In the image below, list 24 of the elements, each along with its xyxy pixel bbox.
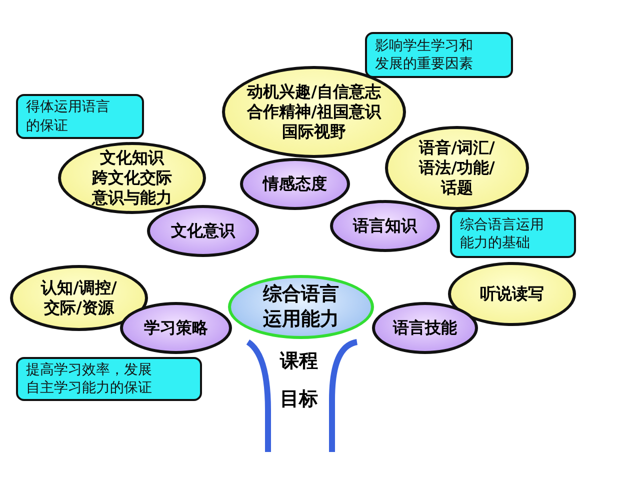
node-text: 学习策略 <box>144 318 208 338</box>
node-text: 听说读写 <box>480 284 544 304</box>
ellipse-node <box>372 302 478 354</box>
node-text: 文化知识跨文化交际意识与能力 <box>92 148 172 208</box>
note-box <box>365 32 513 78</box>
node-text: 语音/词汇/语法/功能/话题 <box>419 138 495 198</box>
node-text: 动机兴趣/自信意志合作精神/祖国意识国际视野 <box>247 82 381 142</box>
node-text: 影响学生学习和发展的重要因素 <box>375 36 473 74</box>
node-text: 情感态度 <box>263 174 327 194</box>
core-ellipse <box>228 275 374 339</box>
node-text: 语言技能 <box>393 318 457 338</box>
note-box <box>16 357 202 401</box>
node-text: 综合语言运用能力的基础 <box>460 216 544 252</box>
node-text: 综合语言运用能力 <box>263 282 339 332</box>
node-text: 提高学习效率，发展自主学习能力的保证 <box>26 360 152 398</box>
trunk-label: 目标 <box>280 387 318 412</box>
ellipse-node <box>120 302 232 354</box>
node-text: 得体运用语言的保证 <box>26 98 110 135</box>
node-text: 文化意识 <box>171 220 235 242</box>
trunk-label: 课程 <box>280 349 318 374</box>
node-text: 语言知识 <box>353 216 417 236</box>
note-box <box>16 94 144 139</box>
node-text: 认知/调控/交际/资源 <box>41 278 117 318</box>
note-box <box>450 210 576 258</box>
